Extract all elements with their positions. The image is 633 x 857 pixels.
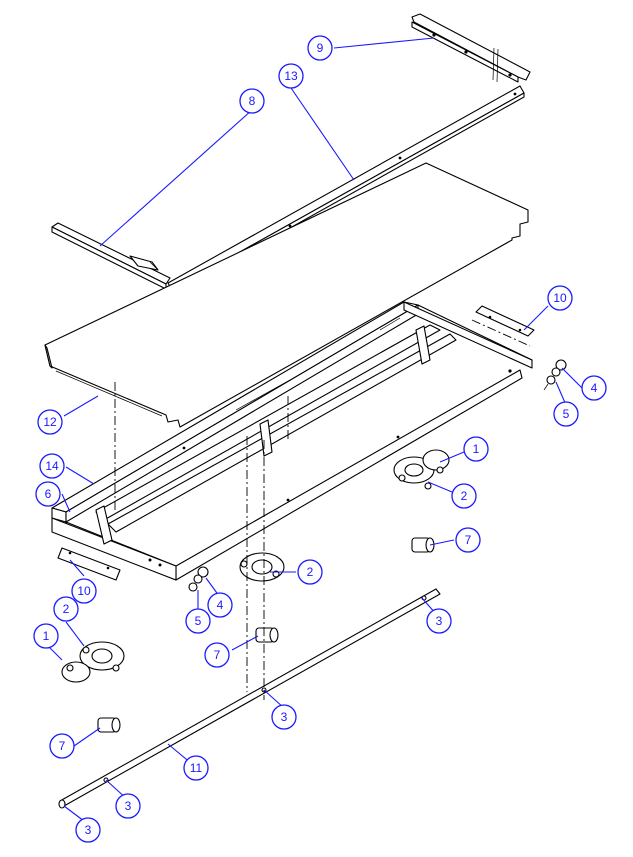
flange-bearing-middle [239,552,285,582]
callout-circle [297,559,323,585]
callout-1: 1 [33,623,59,649]
callout-circle [207,592,233,618]
callout-circle [204,642,230,668]
callout-circle [463,436,489,462]
callout-circle [451,483,477,509]
callout-2: 2 [297,559,323,585]
callout-number: 10 [77,584,91,598]
callout-number: 5 [563,407,570,421]
callout-circle [307,35,333,61]
callout-number: 1 [43,629,50,643]
part-4-5-hardware-left [188,566,209,592]
bearing-assembly-right [393,449,450,490]
part-7-spacer-middle [255,627,279,643]
callout-number: 3 [281,710,288,724]
callout-13: 13 [278,63,304,89]
callout-2: 2 [53,596,79,622]
callout-10: 10 [71,578,97,604]
part-7-spacer-left [97,717,121,733]
callout-number: 8 [249,94,256,108]
callout-circle [278,63,304,89]
callout-4: 4 [581,375,607,401]
callout-14: 14 [39,453,65,479]
part-4-5-hardware-right [543,359,567,391]
part-14-main-frame [51,301,533,581]
callout-6: 6 [35,481,61,507]
leader-lines [45,37,583,825]
callout-5: 5 [185,608,211,634]
callout-number: 7 [465,533,472,547]
callout-number: 11 [190,761,203,775]
callout-circle [53,596,79,622]
part-9-angle-bracket [411,13,531,83]
callout-circle [183,755,209,781]
callout-number: 9 [317,41,324,55]
callout-circle [35,481,61,507]
part-10-flat-bar-left [57,547,121,581]
callout-number: 3 [125,799,132,813]
callout-4: 4 [207,592,233,618]
callout-circle [547,285,573,311]
callout-2: 2 [451,483,477,509]
callout-circle [37,409,63,435]
callout-10: 10 [547,285,573,311]
part-10-flat-bar-right [475,305,535,337]
callout-circle [49,733,75,759]
callout-circle [185,608,211,634]
callout-3: 3 [115,793,141,819]
callout-number: 2 [461,489,468,503]
callout-number: 7 [59,739,66,753]
centre-lines [114,319,531,700]
callout-1: 1 [463,436,489,462]
callout-number: 3 [85,823,92,837]
callout-circle [239,88,265,114]
bearing-assembly-left [61,641,125,683]
callout-number: 4 [217,598,224,612]
callout-7: 7 [204,642,230,668]
callout-circle [553,401,579,427]
callout-8: 8 [239,88,265,114]
callout-3: 3 [75,817,101,843]
callout-number: 13 [284,69,298,83]
callout-number: 4 [591,381,598,395]
callout-circle [33,623,59,649]
callout-number: 10 [553,291,567,305]
callout-number: 12 [43,415,57,429]
callout-circle [581,375,607,401]
callout-number: 2 [307,565,314,579]
callout-circle [71,578,97,604]
callout-circle [271,704,297,730]
callout-number: 2 [63,602,70,616]
callout-number: 14 [45,459,59,473]
callout-number: 5 [195,614,202,628]
callout-12: 12 [37,409,63,435]
callout-3: 3 [426,608,452,634]
callout-9: 9 [307,35,333,61]
callout-11: 11 [183,755,209,781]
callout-circle [39,453,65,479]
callout-circle [75,817,101,843]
callout-number: 7 [214,648,221,662]
callout-7: 7 [49,733,75,759]
part-11-shaft [58,588,441,809]
callout-number: 3 [436,614,443,628]
callout-circle [115,793,141,819]
callout-3: 3 [271,704,297,730]
part-8-end-bracket [51,222,171,290]
callout-number: 6 [45,487,52,501]
callout-7: 7 [455,527,481,553]
callout-5: 5 [553,401,579,427]
callout-number: 1 [473,442,480,456]
callout-circle [455,527,481,553]
callout-circle [426,608,452,634]
part-12-cover-sheet [44,162,529,428]
